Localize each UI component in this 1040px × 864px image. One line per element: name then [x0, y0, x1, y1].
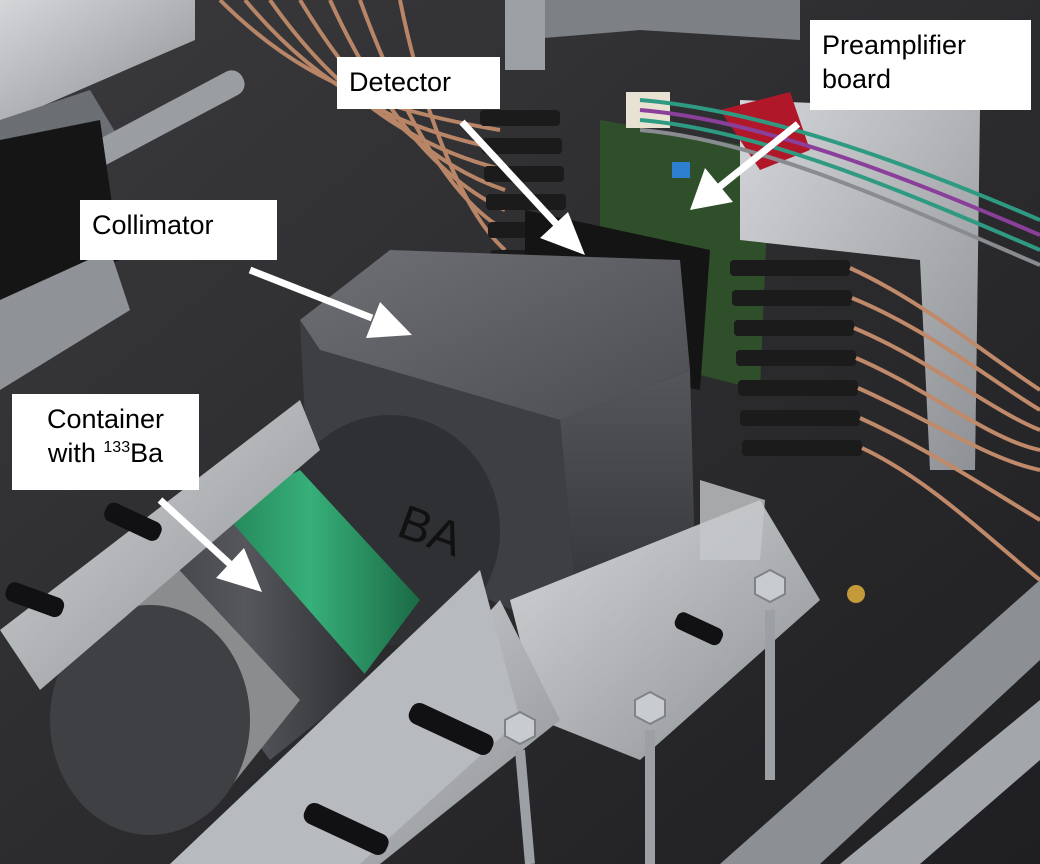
coax-cables-right — [849, 266, 1040, 582]
rear-bracket — [740, 100, 980, 470]
annotation-arrows — [157, 119, 801, 592]
brass-insert — [847, 585, 865, 603]
left-rod — [64, 70, 245, 179]
container-label-prefix: with — [47, 438, 104, 468]
collimator-label-text: Collimator — [92, 210, 214, 240]
rear-frame-post — [505, 0, 545, 70]
arrow-container — [157, 497, 262, 592]
rear-frame — [505, 0, 800, 40]
top-left-plate — [0, 0, 195, 120]
arrow-collimator — [248, 266, 412, 338]
container-label-line2: with 133Ba — [24, 436, 187, 470]
collimator-tray — [510, 500, 820, 760]
preamplifier-label-line2: board — [822, 64, 892, 94]
nuts — [504, 568, 786, 746]
collimator-top — [300, 250, 690, 420]
tray-wall — [700, 480, 765, 560]
front-cylinder-face — [50, 605, 250, 835]
holder-left-wall — [0, 400, 320, 690]
arrow-preamplifier — [690, 121, 801, 210]
left-rail — [0, 250, 130, 390]
holder-front-plate — [170, 570, 520, 864]
screws — [5, 502, 724, 856]
ribbon-wires — [639, 98, 1040, 267]
threaded-rods — [515, 610, 775, 864]
connectors-right — [730, 260, 862, 456]
arrow-detector — [459, 119, 585, 255]
detector-label: Detector — [337, 57, 500, 109]
blue-component — [672, 162, 690, 178]
container-label-line1: Container — [46, 404, 165, 434]
detector-label-text: Detector — [349, 67, 452, 97]
green-tape-band — [200, 470, 420, 680]
right-base-rail-2 — [840, 700, 1040, 864]
container-label: Container with 133Ba — [12, 394, 199, 490]
collimator-label: Collimator — [80, 200, 277, 260]
isotope-mass-number: 133 — [103, 439, 131, 456]
preamplifier-label-line1: Preamplifier — [822, 30, 967, 60]
isotope-symbol: Ba — [130, 438, 164, 468]
right-base-rail — [720, 580, 1040, 864]
preamplifier-board-label: Preamplifier board — [810, 20, 1031, 110]
